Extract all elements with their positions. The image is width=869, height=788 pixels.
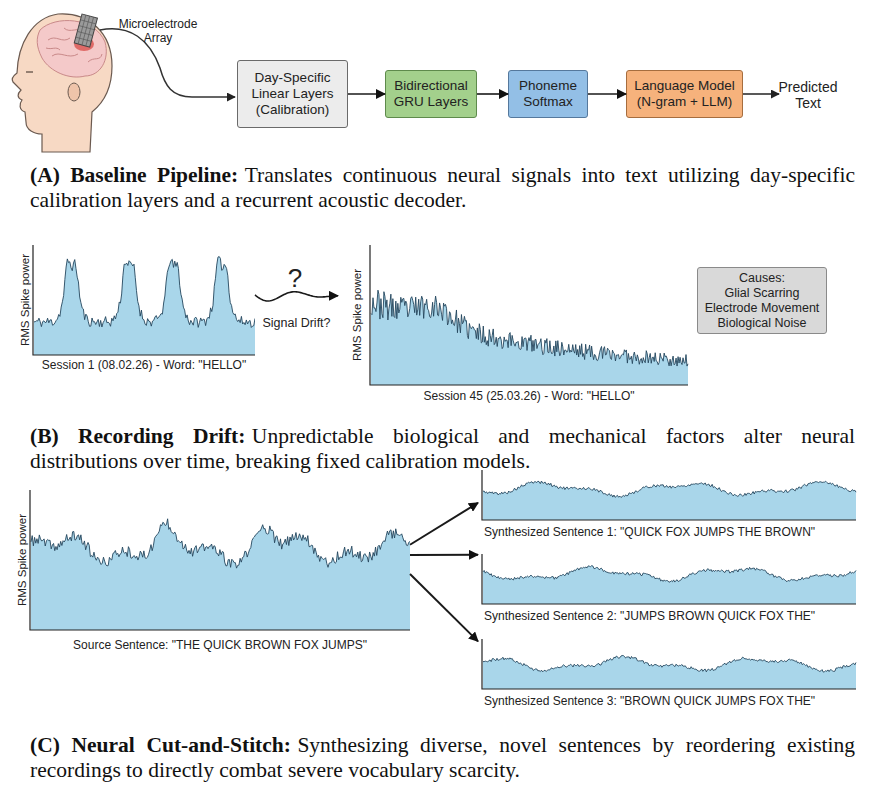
head-illustration [12,14,112,152]
panel-caption: (C) Neural Cut-and-Stitch:Synthesizing d… [30,733,855,783]
chart-caption: Session 45 (25.03.26) - Word: "HELLO" [370,389,688,403]
synth-chart: Synthesized Sentence 2: "JUMPS BROWN QUI… [478,550,858,630]
axis-label: RMS Spike power [19,254,32,346]
calibration-box: Day-Specific Linear Layers (Calibration) [237,60,348,128]
signal-line [483,481,856,497]
signal-area [483,566,856,604]
gru-box: Bidirectional GRU Layers [385,70,477,118]
area-chart [338,243,690,408]
ear [68,83,80,101]
box-label: Phoneme Softmax [511,78,585,110]
signal-area [34,257,255,355]
eye [26,71,33,72]
panel-title: (B) Recording Drift: [30,424,245,448]
brain [37,21,106,77]
box-label: Causes: [739,271,785,286]
edge-label: Signal Drift? [262,316,330,331]
source-chart: RMS Spike powerSource Sentence: "THE QUI… [18,488,410,660]
flow-arrow [410,503,478,545]
signal-area [371,290,688,385]
chart-axis [482,639,856,689]
output-arrow [743,93,779,95]
flow-arrow [588,93,626,95]
chart-axis [482,470,856,520]
signal-area [31,519,410,630]
synth-chart: Synthesized Sentence 1: "QUICK FOX JUMPS… [478,466,858,546]
box-label: Language Model (N-gram + LLM) [629,78,740,110]
softmax-box: Phoneme Softmax [508,70,588,118]
signal-chart: RMS Spike powerSession 45 (25.03.26) - W… [338,243,690,408]
box-label: Electrode Movement [705,301,820,316]
flow-arrow [410,574,478,641]
area-chart [18,243,255,378]
flow-arrow [477,93,508,95]
box-label: Bidirectional GRU Layers [388,78,474,110]
chart-caption: Synthesized Sentence 2: "JUMPS BROWN QUI… [484,609,815,623]
electrode-array [74,14,97,47]
box-label: Biological Noise [718,316,807,331]
chart-caption: Synthesized Sentence 1: "QUICK FOX JUMPS… [484,525,815,539]
panel-caption: (A) Baseline Pipeline:Translates continu… [30,163,855,213]
box-label: Day-Specific Linear Layers (Calibration) [240,70,345,118]
language-model-box: Language Model (N-gram + LLM) [626,70,743,118]
flow-arrow [410,554,478,556]
synth-chart: Synthesized Sentence 3: "BROWN QUICK JUM… [478,635,858,715]
signal-chart: RMS Spike powerSession 1 (08.02.26) - Wo… [18,243,255,378]
output-label: Predicted Text [776,79,840,111]
drift-arrow [255,292,338,301]
component-label: Microelectrode Array [108,17,208,45]
signal-line [34,257,255,328]
box-label: Glial Scarring [724,286,799,301]
chart-axis [30,490,410,630]
chart-axis [33,245,255,355]
panel-title: (A) Baseline Pipeline: [30,163,238,187]
chart-caption: Source Sentence: "THE QUICK BROWN FOX JU… [30,638,410,652]
panel-caption: (B) Recording Drift:Unpredictable biolog… [30,424,855,474]
head-outline [12,14,112,152]
signal-line [483,566,856,583]
signal-area [483,481,856,520]
flow-arrow [348,93,385,95]
chart-axis [370,245,688,385]
axis-label: RMS Spike power [16,514,29,606]
chart-axis [482,554,856,604]
signal-line [483,655,856,672]
area-chart [18,488,410,660]
panel-title: (C) Neural Cut-and-Stitch: [30,733,291,757]
chart-caption: Synthesized Sentence 3: "BROWN QUICK JUM… [484,694,815,708]
causes-box: Causes:Glial ScarringElectrode MovementB… [697,267,827,334]
chart-caption: Session 1 (08.02.26) - Word: "HELLO" [33,358,255,372]
signal-line [31,519,410,568]
signal-area [483,655,856,689]
question-mark: ? [283,264,307,292]
signal-line [371,290,688,366]
axis-label: RMS Spike power [351,269,364,361]
